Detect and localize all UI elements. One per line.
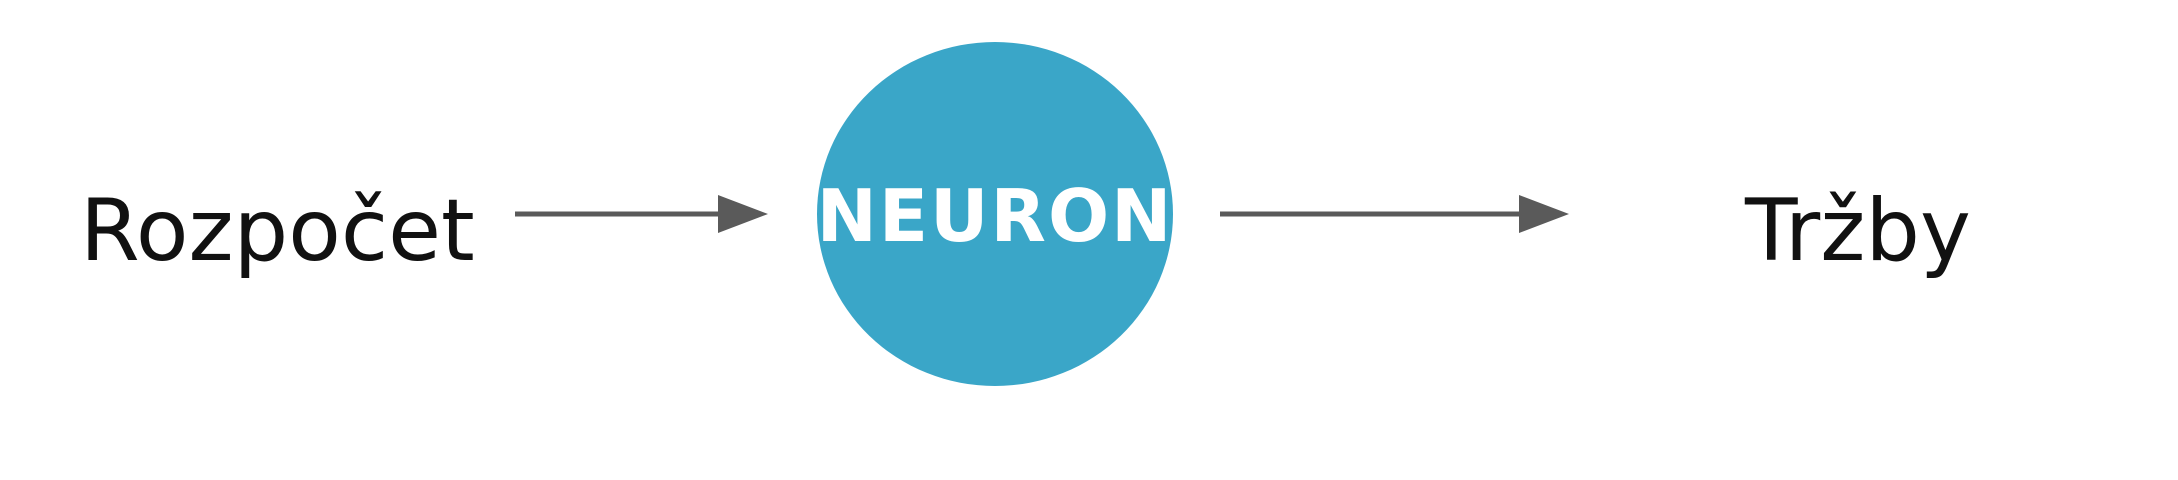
input-arrow-head [718, 195, 768, 233]
neuron-label: NEURON [817, 174, 1174, 258]
output-arrow-head [1519, 195, 1569, 233]
output-label: Tržby [1744, 181, 1971, 281]
neuron-circle [817, 42, 1173, 386]
input-label: Rozpočet [80, 181, 475, 281]
neuron-node: NEURON [817, 42, 1174, 386]
input-arrow [515, 195, 768, 233]
output-arrow [1220, 195, 1569, 233]
